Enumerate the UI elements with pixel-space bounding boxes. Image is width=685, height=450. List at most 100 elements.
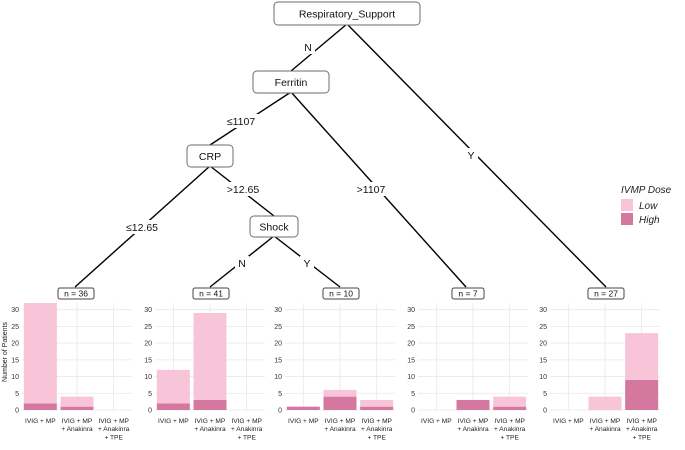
leaf-count-label: n = 10 xyxy=(329,289,353,299)
bar-low-dose xyxy=(323,389,357,397)
edge-label-root-no: N xyxy=(304,42,312,54)
edge-label-crp-le: ≤12.65 xyxy=(126,222,158,234)
x-category-label: + TPE xyxy=(632,434,651,441)
legend-swatch-high xyxy=(621,213,633,225)
x-category-label: + Anakinra xyxy=(324,426,356,433)
x-category-label: IVIG + MP xyxy=(25,418,56,425)
x-category-label: + Anakinra xyxy=(457,426,489,433)
x-category-label: + Anakinra xyxy=(61,426,93,433)
bar-low-dose xyxy=(360,399,394,407)
y-tick-label: 10 xyxy=(144,374,152,381)
bar-low-dose xyxy=(60,396,94,407)
y-tick-label: 15 xyxy=(539,357,547,364)
x-category-label: + Anakinra xyxy=(231,426,263,433)
bar-low-dose xyxy=(156,369,190,404)
edge-label-ferritin-le: ≤1107 xyxy=(227,116,256,128)
legend-label-low: Low xyxy=(639,201,658,212)
y-tick-label: 20 xyxy=(407,341,415,348)
edge-label-crp-gt: >12.65 xyxy=(227,184,260,196)
leaf-count-label: n = 41 xyxy=(199,289,223,299)
y-tick-label: 15 xyxy=(11,357,19,364)
y-tick-label: 5 xyxy=(411,391,415,398)
bar-high-dose xyxy=(193,399,227,410)
x-category-label: IVIG + MP xyxy=(590,418,621,425)
x-category-label: IVIG + MP xyxy=(458,418,489,425)
bar-high-dose xyxy=(456,399,490,410)
bar-low-dose xyxy=(625,333,659,380)
leaf-count-5: n = 27 xyxy=(587,287,625,300)
y-tick-label: 0 xyxy=(15,408,19,415)
y-axis-title: Number of Patients xyxy=(2,322,9,382)
node-label-ferritin: Ferritin xyxy=(275,77,308,89)
x-category-label: + Anakinra xyxy=(194,426,226,433)
y-tick-label: 25 xyxy=(11,324,19,331)
y-tick-label: 20 xyxy=(274,341,282,348)
leaf-count-4: n = 7 xyxy=(451,287,485,300)
x-category-label: + Anakinra xyxy=(494,426,526,433)
leaf-count-1: n = 36 xyxy=(57,287,95,300)
edge-label-root-yes: Y xyxy=(467,150,474,162)
y-tick-label: 5 xyxy=(148,391,152,398)
bar-low-dose xyxy=(493,396,527,407)
x-category-label: IVIG + MP xyxy=(158,418,189,425)
y-tick-label: 25 xyxy=(274,324,282,331)
y-tick-label: 15 xyxy=(144,357,152,364)
x-category-label: IVIG + MP xyxy=(325,418,356,425)
x-category-label: IVIG + MP xyxy=(494,418,525,425)
edge-labels: N Y ≤1107 >1107 ≤12.65 >12.65 N Y xyxy=(122,40,478,270)
leaf-count-label: n = 27 xyxy=(594,289,618,299)
bar-high-dose xyxy=(625,379,659,410)
y-tick-label: 10 xyxy=(407,374,415,381)
node-label-respiratory-support: Respiratory_Support xyxy=(299,9,395,21)
node-label-crp: CRP xyxy=(199,151,221,163)
y-tick-label: 25 xyxy=(144,324,152,331)
bar-high-dose xyxy=(286,406,320,410)
y-tick-label: 30 xyxy=(539,307,547,314)
y-tick-label: 20 xyxy=(539,341,547,348)
bar-low-dose xyxy=(23,303,57,404)
y-tick-label: 30 xyxy=(11,307,19,314)
y-tick-label: 15 xyxy=(274,357,282,364)
bar-high-dose xyxy=(360,406,394,410)
y-tick-label: 10 xyxy=(274,374,282,381)
bar-high-dose xyxy=(23,403,57,410)
node-label-shock: Shock xyxy=(259,222,289,234)
node-ferritin: Ferritin xyxy=(252,70,330,94)
y-tick-label: 20 xyxy=(144,341,152,348)
leaf-count-2: n = 41 xyxy=(192,287,230,300)
x-category-label: + TPE xyxy=(237,434,256,441)
bar-low-dose xyxy=(193,313,227,400)
node-shock: Shock xyxy=(249,215,299,238)
leaf-count-3: n = 10 xyxy=(322,287,360,300)
y-tick-label: 0 xyxy=(148,408,152,415)
y-tick-label: 0 xyxy=(543,408,547,415)
leaf-count-label: n = 36 xyxy=(64,289,88,299)
x-category-label: + Anakinra xyxy=(626,426,658,433)
x-category-label: IVIG + MP xyxy=(195,418,226,425)
x-category-label: IVIG + MP xyxy=(553,418,584,425)
legend-label-high: High xyxy=(639,215,660,226)
y-tick-label: 10 xyxy=(539,374,547,381)
y-tick-label: 10 xyxy=(11,374,19,381)
y-tick-label: 15 xyxy=(407,357,415,364)
y-tick-label: 5 xyxy=(543,391,547,398)
x-category-label: + TPE xyxy=(104,434,123,441)
legend: IVMP Dose Low High xyxy=(621,185,672,226)
x-category-label: IVIG + MP xyxy=(231,418,262,425)
edge-root-ferritin xyxy=(290,23,348,72)
node-crp: CRP xyxy=(186,144,234,168)
y-tick-label: 25 xyxy=(539,324,547,331)
y-tick-label: 30 xyxy=(274,307,282,314)
x-category-label: + TPE xyxy=(500,434,519,441)
leaf-count-label: n = 7 xyxy=(458,289,477,299)
bar-low-dose xyxy=(588,396,622,410)
y-tick-label: 5 xyxy=(15,391,19,398)
y-tick-label: 30 xyxy=(407,307,415,314)
